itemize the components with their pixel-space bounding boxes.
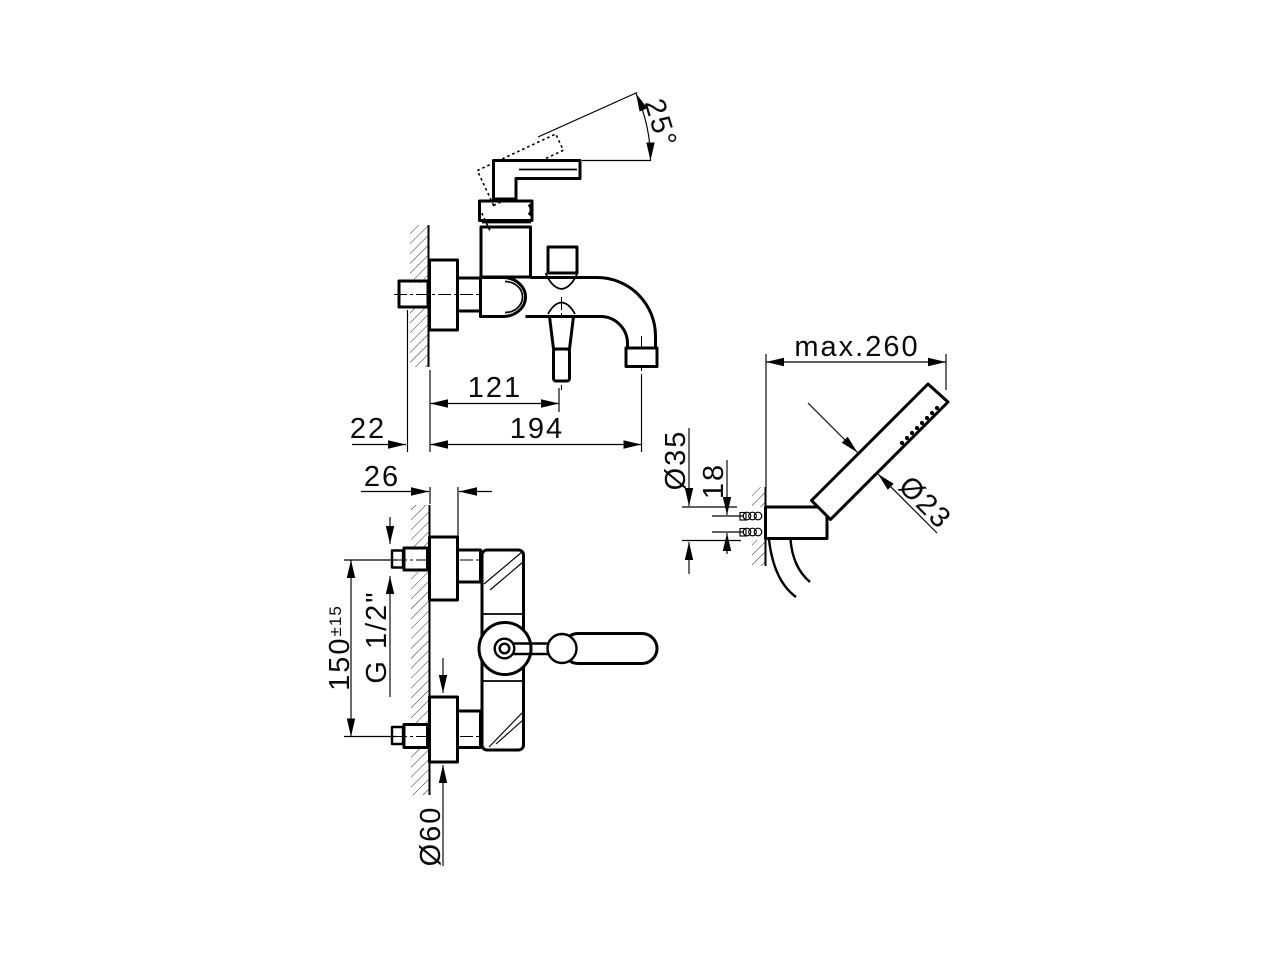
chamfer-shading (488, 712, 523, 748)
lever-knuckle (546, 632, 578, 665)
inlet-union-nut (402, 546, 429, 572)
spray-nozzle-dots (899, 405, 940, 446)
dim-fixing-centres: 18 (698, 463, 730, 499)
escutcheon (428, 695, 459, 764)
shower-bracket (764, 505, 829, 540)
handshower-handle (810, 382, 950, 521)
spout-inner-edge (574, 315, 629, 348)
chamfer-shading (483, 551, 523, 585)
wall-hatch (410, 307, 429, 367)
cartridge-tower (479, 225, 532, 279)
chamfer-shading (495, 719, 524, 745)
dim-150-value: 150 (324, 636, 356, 690)
wall-hatch (410, 225, 429, 283)
dim-handle-diameter: Ø23 (892, 470, 958, 536)
diverter-knob (546, 245, 579, 275)
wall-hatch (752, 540, 766, 566)
wall-hatch (411, 505, 430, 548)
dim-overall-projection: 194 (510, 413, 564, 445)
dim-150-tolerance: ±15 (326, 605, 345, 636)
spout-end-cap (624, 346, 659, 368)
spout-outer-edge (530, 276, 657, 348)
angle-arc (635, 93, 655, 161)
angle-leg-open (537, 91, 638, 138)
inlet-connector (456, 548, 482, 584)
dim-hose-side-max: max.260 (794, 331, 919, 363)
handle-collar (478, 199, 534, 222)
wall-hatch (752, 487, 766, 507)
handshower-outlet-tube (552, 347, 571, 383)
view-mixer-front: 26 150±15 G 1/2" Ø60 (324, 461, 659, 867)
handle-hub-ring (493, 637, 516, 660)
handle-hub-hole (498, 642, 511, 655)
dim-escutcheon-depth: 26 (364, 461, 400, 493)
dia23-arrow-upper (807, 402, 858, 453)
inlet-union-nut (402, 723, 429, 749)
wall-hatch (411, 747, 430, 795)
mixer-body (479, 276, 527, 318)
escutcheon (428, 535, 459, 602)
union-tail (390, 549, 405, 569)
dia23-arrow-lower (877, 473, 938, 534)
view-handshower: max.260 Ø35 18 Ø23 (660, 331, 958, 598)
dim-bracket-diameter: Ø35 (660, 430, 692, 491)
outlet-boss (547, 301, 576, 315)
chamfer-shading (489, 561, 524, 591)
dim-thread-size: G 1/2" (361, 590, 393, 683)
dim-inlet-centres: 150±15 (324, 605, 356, 691)
handshower-outlet-cone (548, 315, 575, 351)
mixer-body-echo-line (504, 280, 524, 314)
dim-escutcheon-diameter: Ø60 (415, 806, 447, 867)
dim-handle-angle: 25° (638, 95, 683, 152)
shower-hose (789, 539, 811, 583)
inlet-connector (456, 709, 482, 749)
dim-spout-projection: 121 (468, 372, 522, 404)
union-tail (390, 725, 405, 746)
dim-union-depth: 22 (350, 413, 386, 445)
lever-handle (492, 159, 582, 201)
knob-saddle (544, 272, 579, 290)
shower-hose (767, 539, 797, 598)
collar-screw-arc (527, 203, 533, 216)
wall-hatch (411, 572, 430, 725)
view-mixer-side: 25° 121 194 22 (350, 91, 683, 452)
